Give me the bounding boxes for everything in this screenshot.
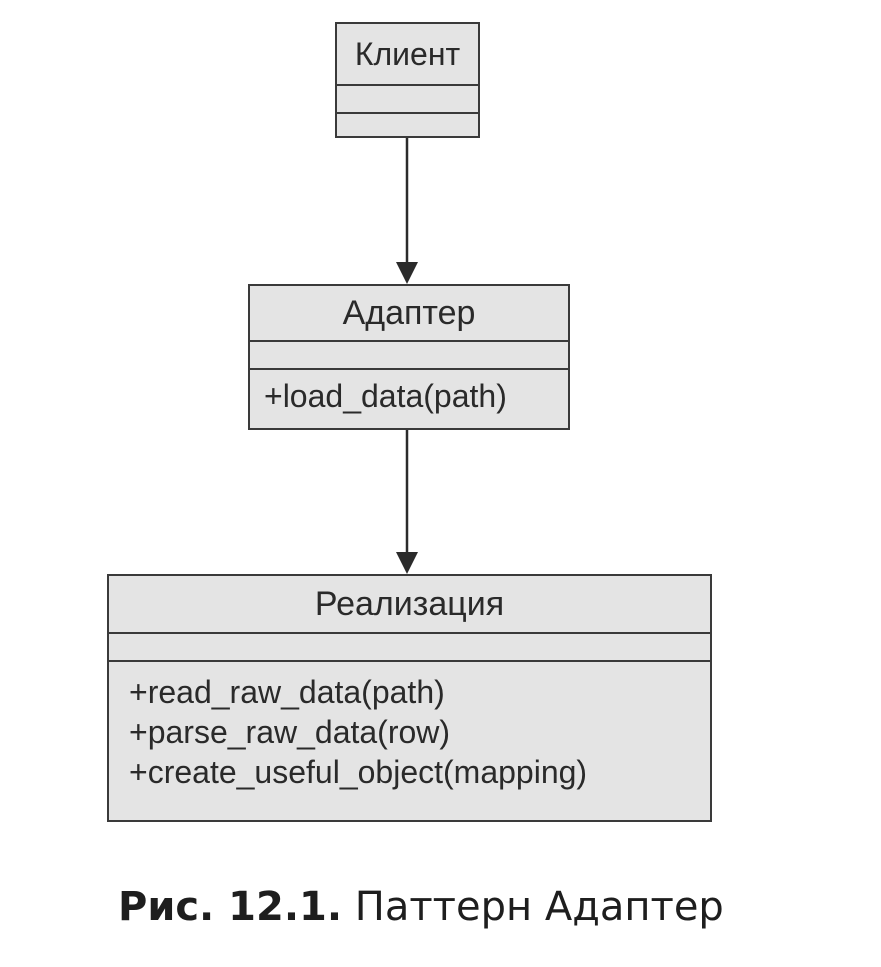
method: +create_useful_object(mapping) bbox=[129, 754, 588, 790]
method: +read_raw_data(path) bbox=[129, 674, 445, 710]
figure-caption: Рис. 12.1. Паттерн Адаптер bbox=[118, 884, 724, 930]
caption-number: Рис. 12.1. bbox=[118, 884, 343, 930]
methods-compartment bbox=[337, 114, 478, 136]
arrowhead-down-icon bbox=[396, 552, 418, 574]
methods-compartment: +read_raw_data(path) +parse_raw_data(row… bbox=[109, 662, 710, 792]
class-adapter: Адаптер +load_data(path) bbox=[248, 284, 570, 430]
caption-text: Паттерн Адаптер bbox=[354, 884, 724, 930]
class-name: Реализация bbox=[109, 576, 710, 634]
method: +parse_raw_data(row) bbox=[129, 714, 451, 750]
methods-compartment: +load_data(path) bbox=[250, 370, 568, 428]
class-client: Клиент bbox=[335, 22, 480, 138]
attributes-compartment bbox=[337, 86, 478, 114]
class-name: Адаптер bbox=[250, 286, 568, 342]
association-adapter-implementation bbox=[396, 430, 418, 574]
arrowhead-down-icon bbox=[396, 262, 418, 284]
association-client-adapter bbox=[396, 138, 418, 284]
attributes-compartment bbox=[109, 634, 710, 662]
method: +load_data(path) bbox=[264, 378, 507, 414]
attributes-compartment bbox=[250, 342, 568, 370]
class-implementation: Реализация +read_raw_data(path) +parse_r… bbox=[107, 574, 712, 822]
class-name: Клиент bbox=[337, 24, 478, 86]
